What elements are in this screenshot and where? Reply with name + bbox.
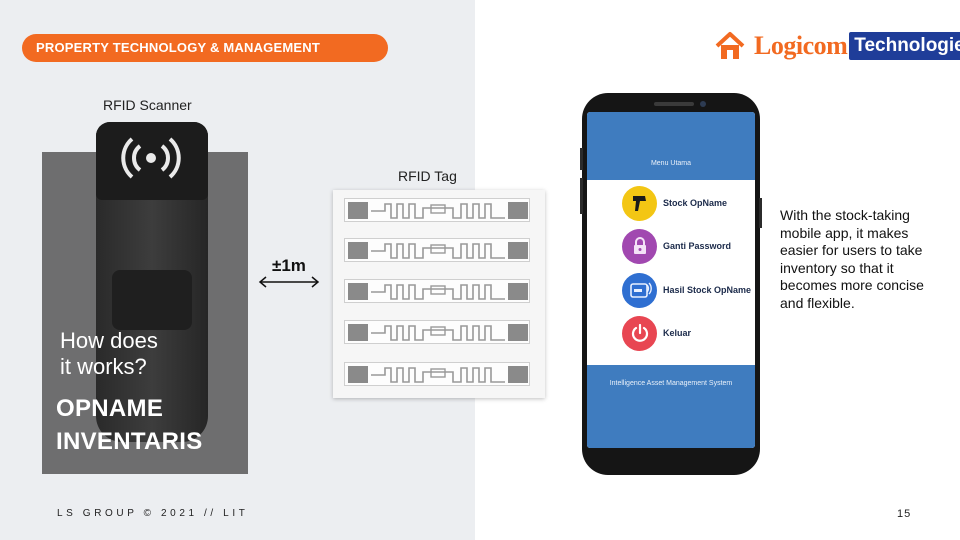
rfid-tag bbox=[344, 320, 530, 344]
page-number: 15 bbox=[897, 508, 912, 520]
rfid-tag-label: RFID Tag bbox=[398, 168, 457, 184]
rfid-antenna-icon bbox=[348, 324, 528, 341]
title-line-2: INVENTARIS bbox=[56, 428, 203, 455]
double-arrow-icon bbox=[258, 276, 320, 288]
company-logo: Logicom Technologies bbox=[714, 30, 960, 62]
app-footer-text: Intelligence Asset Management System bbox=[609, 380, 733, 387]
scanner-grip bbox=[112, 270, 192, 330]
menu-item-ganti-password[interactable]: Ganti Password bbox=[622, 228, 755, 264]
rfid-antenna-icon bbox=[348, 366, 528, 383]
rfid-antenna-icon bbox=[348, 283, 528, 300]
rfid-tag-sheet bbox=[333, 190, 545, 398]
padlock-icon bbox=[622, 228, 657, 264]
rfid-card-icon bbox=[622, 272, 657, 308]
menu-item-stock-opname[interactable]: Stock OpName bbox=[622, 185, 755, 221]
app-header bbox=[587, 112, 755, 180]
title-line-1: OPNAME bbox=[56, 395, 164, 422]
rfid-tag bbox=[344, 279, 530, 303]
headline-line-2: it works? bbox=[60, 354, 147, 379]
scanner-head bbox=[96, 122, 208, 200]
menu-item-label: Hasil Stock OpName bbox=[663, 285, 752, 295]
wireless-signal-icon bbox=[121, 137, 181, 179]
rfid-antenna-icon bbox=[348, 202, 528, 219]
phone-speaker bbox=[654, 102, 694, 106]
menu-item-label: Ganti Password bbox=[663, 241, 732, 251]
footer-credit: LS GROUP © 2021 // LIT bbox=[57, 508, 249, 519]
rfid-antenna-icon bbox=[348, 242, 528, 259]
app-screen-title: Menu Utama bbox=[650, 160, 692, 167]
section-label: PROPERTY TECHNOLOGY & MANAGEMENT bbox=[22, 34, 388, 62]
menu-item-keluar[interactable]: Keluar bbox=[622, 315, 755, 351]
power-icon bbox=[622, 315, 657, 351]
rfid-scanner-label: RFID Scanner bbox=[103, 97, 192, 113]
house-icon bbox=[715, 32, 745, 59]
headline-line-1: How does bbox=[60, 328, 158, 353]
scanner-gun-icon bbox=[622, 185, 657, 221]
distance-label: ±1m bbox=[272, 256, 306, 275]
logo-word-technologies: Technologies bbox=[849, 32, 960, 60]
rfid-tag bbox=[344, 238, 530, 262]
description-text: With the stock-taking mobile app, it mak… bbox=[780, 207, 924, 311]
menu-item-label: Keluar bbox=[663, 328, 692, 338]
phone-power-button bbox=[759, 198, 762, 228]
phone-camera bbox=[700, 101, 706, 107]
headline: How does it works? bbox=[60, 328, 158, 380]
app-screen: Menu Utama Stock OpName Ganti Password H… bbox=[587, 112, 755, 448]
phone-volume-button bbox=[580, 148, 583, 170]
menu-item-hasil-stock-opname[interactable]: Hasil Stock OpName bbox=[622, 272, 755, 308]
logo-word-logicom: Logicom bbox=[754, 31, 848, 60]
app-footer-bar bbox=[587, 365, 755, 448]
menu-item-label: Stock OpName bbox=[663, 198, 728, 208]
phone-volume-button bbox=[580, 178, 583, 214]
slide-title: OPNAME INVENTARIS bbox=[56, 392, 203, 458]
rfid-tag bbox=[344, 198, 530, 222]
rfid-tag bbox=[344, 362, 530, 386]
